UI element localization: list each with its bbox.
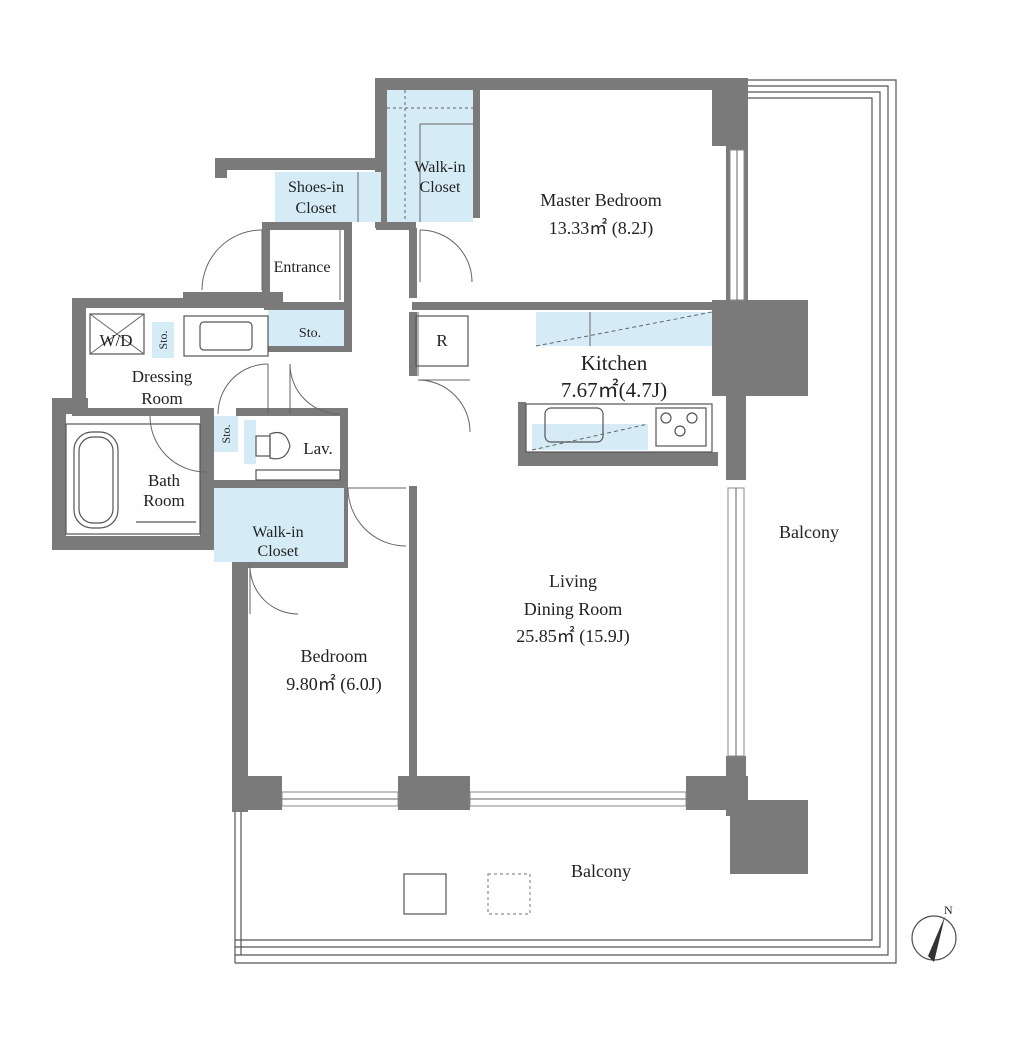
master-walkin-closet-area: [387, 90, 473, 222]
bedroom-walkin-closet-area: [214, 488, 344, 562]
vanity: [183, 315, 269, 357]
balcony-south-label: Balcony: [571, 861, 631, 881]
kitchen-name: Kitchen: [581, 351, 648, 375]
bathtub: [73, 431, 119, 529]
kitchen-sink: [544, 407, 604, 443]
balcony-unit-dashed: [487, 873, 531, 915]
burner-icon: [660, 412, 672, 424]
sto-lav-area: [214, 416, 238, 452]
bath-line2: Room: [143, 491, 185, 510]
sto-entrance-area: [268, 310, 344, 346]
balcony-outline: [234, 79, 897, 964]
master-walkin-line2: Closet: [420, 179, 461, 196]
vanity-sink: [199, 321, 253, 351]
lav-sink-blue: [244, 420, 256, 464]
refrigerator-box: [415, 315, 469, 367]
washer-dryer-box: [89, 313, 145, 355]
windows: [281, 149, 745, 807]
closets: [152, 90, 712, 562]
bedroom-walkin-line2: Closet: [258, 543, 299, 560]
compass: N: [911, 903, 957, 962]
bedroom-walkin-line1: Walk-in: [252, 524, 303, 541]
stove: [655, 407, 707, 447]
sto-dressing-area: [152, 322, 174, 358]
closet-details: [357, 90, 713, 451]
kitchen-upper-cabinet: [536, 312, 712, 346]
north-arrow-icon: [928, 916, 945, 962]
bath-line1: Bath: [148, 471, 181, 490]
sto-entrance-label: Sto.: [299, 326, 321, 341]
shoes-closet-line1: Shoes-in: [288, 179, 344, 196]
living-area: 25.85㎡ (15.9J): [516, 625, 630, 647]
dressing-line1: Dressing: [132, 367, 193, 386]
balcony-unit-outline: [403, 873, 447, 915]
bedroom-name: Bedroom: [301, 646, 368, 666]
shoes-closet-line2: Closet: [296, 200, 337, 217]
burner-icon: [686, 412, 698, 424]
master-walkin-line1: Walk-in: [414, 159, 465, 176]
lav-label: Lav.: [303, 439, 333, 458]
toilet-icon: [269, 431, 291, 460]
labels: Master Bedroom 13.33㎡ (8.2J) Walk-in Clo…: [99, 159, 839, 881]
bath-room-outline: [65, 423, 201, 535]
master-bedroom-area: 13.33㎡ (8.2J): [549, 217, 654, 239]
fixtures: [65, 313, 469, 535]
wd-label: W/D: [99, 331, 132, 350]
kitchen-area: 7.67㎡(4.7J): [561, 378, 667, 402]
master-bedroom-name: Master Bedroom: [540, 190, 661, 210]
dressing-line2: Room: [141, 389, 183, 408]
refrigerator-label: R: [436, 331, 448, 350]
kitchen-counter: [525, 403, 713, 453]
burner-icon: [674, 425, 686, 437]
entrance-label: Entrance: [274, 259, 331, 276]
sto-dressing-label: Sto.: [156, 330, 170, 349]
living-line2: Dining Room: [524, 599, 623, 619]
sto-lav-label: Sto.: [219, 424, 233, 443]
compass-label: N: [944, 903, 953, 917]
living-line1: Living: [549, 571, 597, 591]
bedroom-area: 9.80㎡ (6.0J): [286, 673, 382, 695]
shoes-closet-area: [275, 172, 381, 222]
balcony-east-label: Balcony: [779, 522, 839, 542]
doors: [149, 229, 473, 615]
